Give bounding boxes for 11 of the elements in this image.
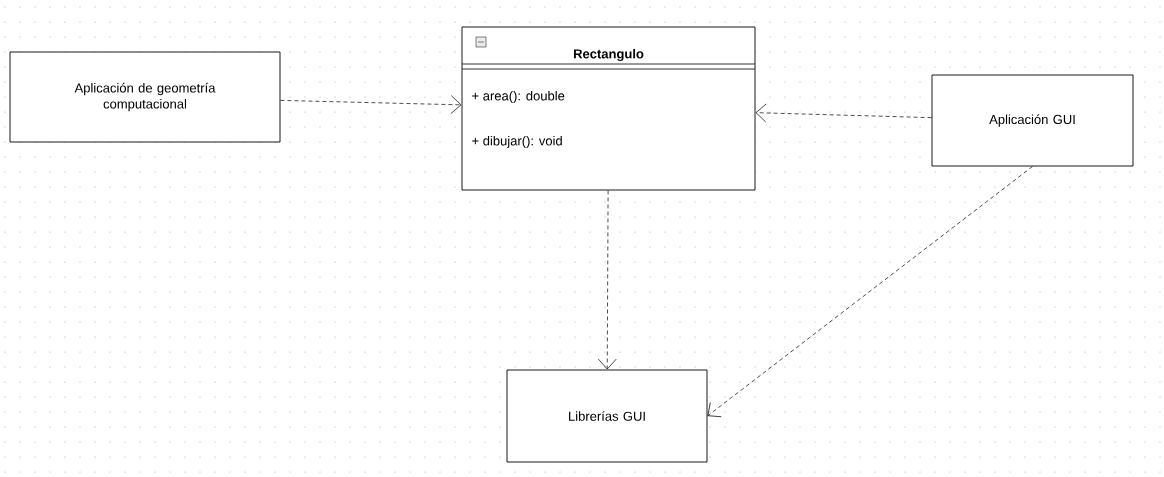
box: Aplicación de geometría computacional xyxy=(9,51,281,143)
dependency-arrow xyxy=(280,95,462,114)
class-box xyxy=(461,26,756,191)
dependency-arrow xyxy=(707,166,1033,418)
dependency-arrow xyxy=(597,190,617,370)
box: Librerías GUI xyxy=(506,369,708,463)
class-name: Rectangulo xyxy=(574,48,644,62)
method-text: + area(): double xyxy=(472,90,565,104)
dependency-arrow xyxy=(755,103,932,123)
box: Aplicación GUI xyxy=(931,74,1134,167)
method-text: + dibujar(): void xyxy=(472,135,562,149)
